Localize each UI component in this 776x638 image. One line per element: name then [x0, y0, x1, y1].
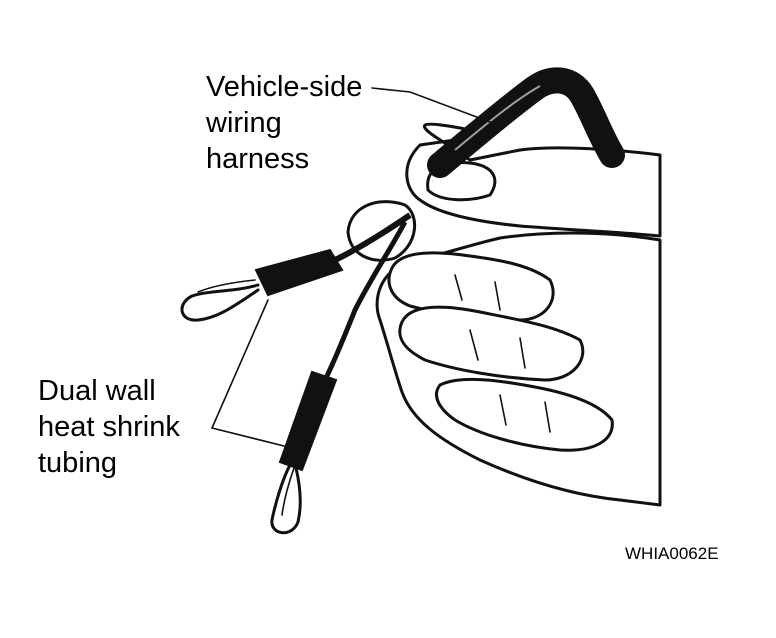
- heat-shrink-tube-lower: [270, 370, 338, 535]
- figure-code: WHIA0062E: [625, 544, 719, 563]
- leader-lines: [211, 87, 499, 449]
- label-line: Vehicle-side: [206, 71, 363, 103]
- hand: [346, 122, 662, 507]
- wiring-harness: [322, 67, 625, 382]
- label-dual-wall-heat-shrink-tubing: Dual wall heat shrink tubing: [38, 373, 180, 481]
- label-line: heat shrink: [38, 411, 180, 443]
- label-line: harness: [206, 143, 310, 175]
- label-vehicle-side-wiring-harness: Vehicle-side wiring harness: [206, 69, 362, 177]
- label-line: tubing: [38, 447, 118, 479]
- heat-shrink-tube-upper: [180, 248, 344, 322]
- label-line: Dual wall: [38, 375, 156, 407]
- label-line: wiring: [206, 107, 282, 139]
